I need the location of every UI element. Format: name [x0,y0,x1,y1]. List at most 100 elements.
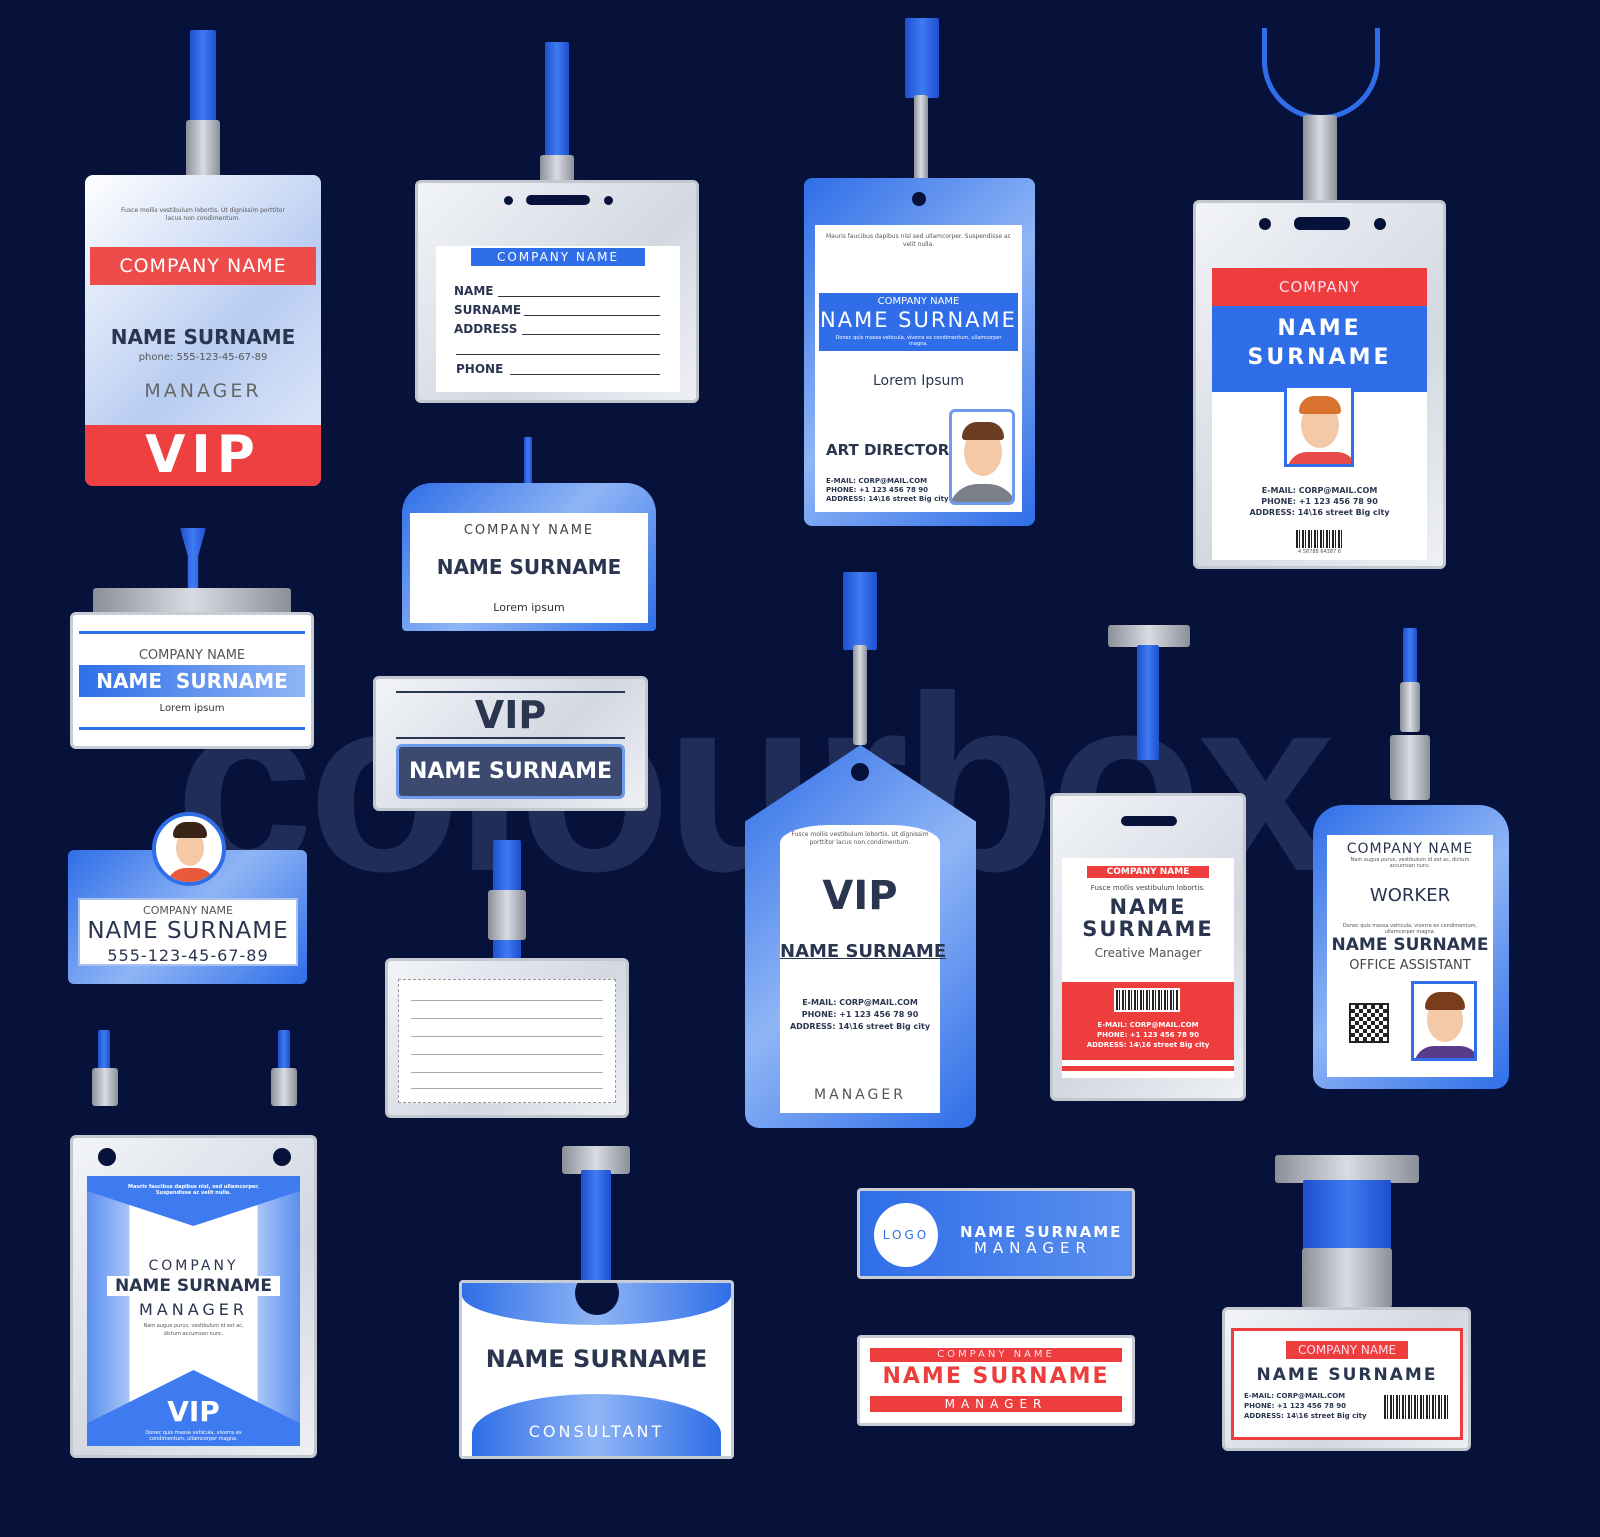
lanyard [843,572,877,650]
lanyard [905,18,939,98]
holder-name: NAME SURNAME [780,941,947,962]
role: ART DIRECTOR [826,441,950,459]
vip-label: VIP [167,1395,220,1428]
clip [271,1068,297,1106]
lanyard [524,437,532,497]
clip [92,1068,118,1106]
holder-surname: SURNAME [1082,917,1214,941]
company-name: COMPANY NAME [870,1348,1122,1362]
photo [1284,385,1354,467]
phone: 555-123-45-67-89 [107,946,269,965]
role: MANAGER [144,380,262,402]
role: MANAGER [814,1087,906,1103]
company-name: COMPANY NAME [877,296,960,307]
job-title: OFFICE ASSISTANT [1349,958,1471,973]
holder-name: NAME SURNAME [1331,935,1489,955]
role: MANAGER [138,1300,248,1319]
vip-label: VIP [85,425,321,486]
email: E-MAIL: CORP@MAIL.COM [1244,1392,1346,1400]
role: CONSULTANT [472,1394,721,1456]
avatar [152,812,226,886]
holder-name: NAME SURNAME [820,308,1017,332]
phone: PHONE: +1 123 456 78 90 [826,486,929,494]
lanyard [1303,1180,1391,1250]
lanyard [278,1030,290,1070]
fine-print: Nam augue purus, vestibulum id est ac, d… [143,1323,244,1337]
company-name: COMPANY NAME [1087,866,1209,878]
holder-name: NAME SURNAME [436,555,622,579]
company-name: COMPANY NAME [1346,841,1474,857]
company-name: COMPANY [1212,268,1427,306]
email: E-MAIL: CORP@MAIL.COM [1261,486,1378,495]
holder-name: NAME SURNAME [882,1364,1110,1389]
holder-name: NAME [1277,316,1362,341]
holder-top [1390,735,1430,800]
holder-name: NAME SURNAME [87,918,289,944]
fine-print: Mauris faucibus dapibus nisl sed ullamco… [825,233,1011,248]
clip [914,95,928,185]
clip [853,645,867,745]
qr-code [1349,1003,1389,1043]
barcode [1296,530,1342,548]
email: E-MAIL: CORP@MAIL.COM [826,477,928,485]
address: ADDRESS: 14\16 street Big city [1244,1412,1367,1420]
lanyard [581,1170,611,1290]
barcode [1384,1395,1448,1419]
holder-name: NAME SURNAME [79,665,305,697]
fine-print: Donec quis massa vehicula, viverra ex co… [835,335,1002,347]
clip [562,1146,630,1174]
fine-print: Fusce mollis vestibulum lobortis. Ut dig… [791,831,929,846]
photo [1411,981,1477,1061]
company-name: COMPANY NAME [138,648,246,663]
lanyard [190,30,216,130]
company-name: COMPANY NAME [90,247,316,285]
lanyard [1137,645,1159,760]
fine-print: Nam augue purus, vestibulum id est ac, d… [1350,857,1470,869]
holder-name: NAME SURNAME [1256,1365,1438,1385]
company-name: COMPANY [148,1258,239,1274]
company-name: COMPANY NAME [471,248,645,266]
phone: PHONE: +1 123 456 78 90 [801,1010,919,1019]
holder-name: NAME SURNAME [110,325,296,349]
vip-label: VIP [822,873,898,919]
holder-name: NAME SURNAME [107,1276,280,1296]
vip-label: VIP [474,693,547,737]
holder-top [93,588,291,614]
holder-name: NAME SURNAME [396,744,625,799]
lanyard [1403,628,1417,688]
field-label: ADDRESS [454,322,518,336]
address: ADDRESS: 14\16 street Big city [1249,508,1390,517]
role: MANAGER [974,1239,1092,1257]
company-name: COMPANY NAME [143,904,233,917]
holder-top [1302,1248,1392,1308]
badge-red: COMPANY NAME NAME SURNAME MANAGER [857,1335,1135,1426]
fine-print: Donec quis massa vehicula, viverra ex co… [1342,923,1478,935]
photo [949,409,1015,505]
clip [1400,682,1420,732]
holder-name: NAME SURNAME [485,1345,708,1373]
field-label: PHONE [456,362,504,376]
fine-print: Fusce mollis vestibulum lobortis. Ut dig… [121,207,285,222]
role: Creative Manager [1094,946,1202,960]
clip [1275,1155,1419,1183]
address: ADDRESS: 14\16 street Big city [1086,1041,1210,1049]
clip [1108,625,1190,647]
phone: PHONE: +1 123 456 78 90 [1261,497,1378,506]
holder-surname: SURNAME [1247,345,1392,370]
role: WORKER [1369,885,1451,906]
barcode-number: 4 56788 64387 6 [1298,549,1341,555]
role: MANAGER [870,1396,1122,1412]
badge-logo: LOGO NAME SURNAME MANAGER [857,1188,1135,1279]
phone: phone: 555-123-45-67-89 [138,352,268,363]
company-name: COMPANY NAME [463,523,595,538]
address: ADDRESS: 14\16 street Big city [789,1022,931,1031]
fine-print: Donec quis massa vehicula, viverra ex co… [145,1430,242,1442]
lanyard [98,1030,110,1070]
field-label: NAME [454,284,494,298]
phone: PHONE: +1 123 456 78 90 [1096,1031,1199,1039]
logo: LOGO [874,1203,938,1267]
fine-print: Fusce mollis vestibulum lobortis. [1090,884,1206,892]
email: E-MAIL: CORP@MAIL.COM [1097,1021,1199,1029]
holder-name: NAME SURNAME [960,1223,1123,1241]
holder-name: NAME [1109,895,1187,919]
